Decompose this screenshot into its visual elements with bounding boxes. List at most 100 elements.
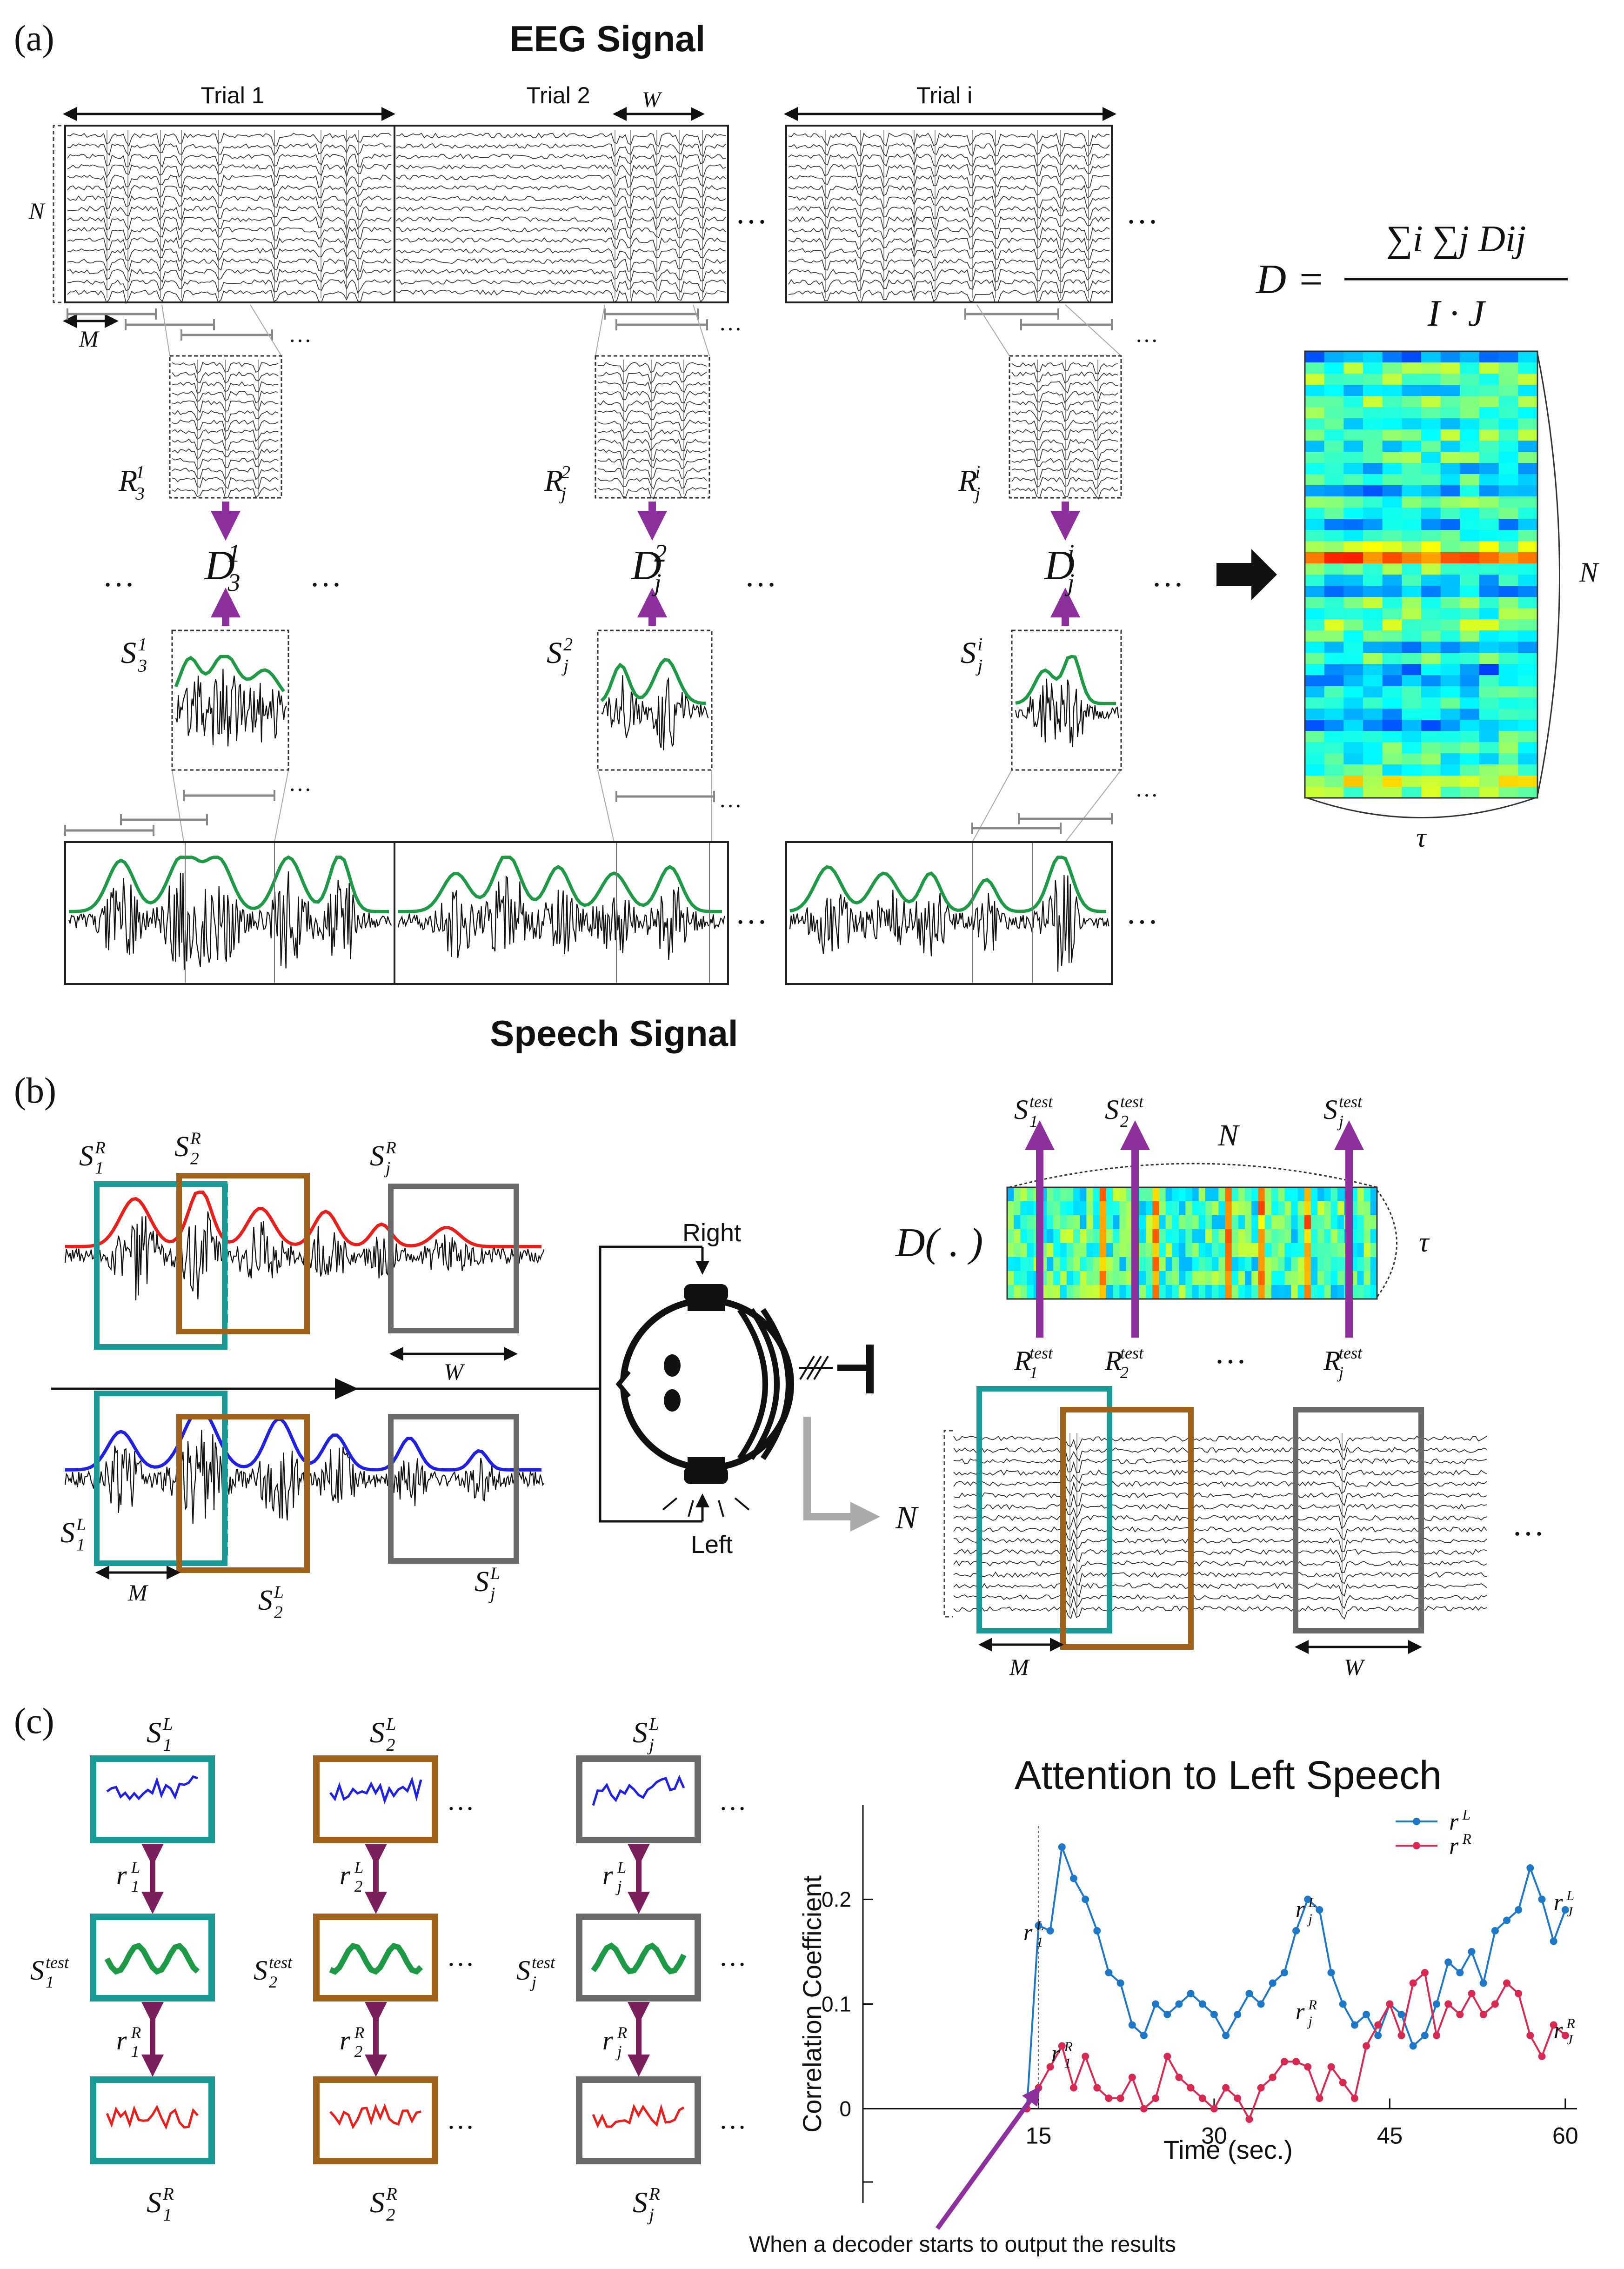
ellipsis: …	[719, 1785, 747, 1816]
heatmap-cell	[1027, 1215, 1034, 1230]
heatmap-cell	[1093, 1243, 1100, 1258]
heatmap-cell	[1363, 664, 1383, 676]
heatmap-cell	[1518, 385, 1538, 396]
heatmap-cell	[1278, 1285, 1285, 1299]
heatmap-cell	[1324, 619, 1344, 631]
heatmap-cell	[1284, 1229, 1292, 1244]
heatmap-cell	[1324, 541, 1344, 553]
heatmap-cell	[1014, 1201, 1021, 1216]
heatmap-cell	[1324, 642, 1344, 653]
heatmap-cell	[1238, 1271, 1245, 1285]
heatmap-cell	[1363, 586, 1383, 597]
heatmap-cell	[1479, 787, 1499, 798]
heatmap-cell	[1311, 1201, 1318, 1216]
svg-text:R: R	[958, 464, 977, 498]
eeg-trace	[67, 174, 392, 189]
heatmap-cell	[1066, 1215, 1074, 1230]
svg-text:R: R	[1014, 1345, 1031, 1376]
svg-text:r: r	[116, 2025, 127, 2055]
heatmap-cell	[1172, 1257, 1179, 1272]
heatmap-cell	[1343, 608, 1363, 620]
svg-text:S: S	[60, 1517, 75, 1549]
svg-text:r: r	[340, 2025, 350, 2055]
heatmap-cell	[1460, 642, 1480, 653]
heatmap-cell	[1363, 396, 1383, 408]
heatmap-cell	[1198, 1257, 1206, 1272]
heatmap-cell	[1440, 642, 1460, 653]
heatmap-cell	[1139, 1215, 1146, 1230]
heatmap-cell	[1060, 1243, 1067, 1258]
heatmap-cell	[1212, 1229, 1219, 1244]
heatmap-n-label: N	[1579, 557, 1599, 588]
heatmap-cell	[1440, 541, 1460, 553]
heatmap-cell	[1518, 709, 1538, 720]
data-point-rR	[1327, 2063, 1335, 2071]
heatmap-tau-brace	[1307, 797, 1536, 818]
svg-text:R: R	[354, 2024, 364, 2042]
heatmap-cell	[1086, 1243, 1094, 1258]
heatmap-cell	[1421, 630, 1441, 642]
heatmap-cell	[1093, 1187, 1100, 1202]
svg-text:S: S	[475, 1566, 489, 1598]
heatmap-cell	[1245, 1229, 1252, 1244]
heatmap-cell	[1518, 653, 1538, 664]
heatmap-cell	[1271, 1187, 1278, 1202]
heatmap-cell	[1113, 1257, 1120, 1272]
svg-text:L: L	[76, 1515, 86, 1534]
heatmap-cell	[1440, 530, 1460, 542]
heatmap-cell	[1198, 1187, 1206, 1202]
heatmap-cell	[1027, 1229, 1034, 1244]
svg-text:S: S	[633, 1716, 648, 1749]
heatmap-cell	[1382, 429, 1402, 441]
heatmap-cell	[1305, 474, 1325, 486]
n-label-b: N	[895, 1500, 919, 1536]
data-point-rR	[1550, 2021, 1557, 2029]
heatmap-cell	[1343, 776, 1363, 787]
eeg-trace	[396, 206, 726, 220]
x-tick-label: 60	[1552, 2123, 1578, 2149]
heatmap-cell	[1304, 1201, 1311, 1216]
gray-arrow-to-eeg	[803, 1417, 880, 1532]
heatmap-cell	[1324, 1229, 1331, 1244]
heatmap-cell	[1363, 742, 1383, 754]
heatmap-cell	[1498, 653, 1518, 664]
heatmap-cell	[1231, 1257, 1239, 1272]
eeg-trace	[1011, 400, 1118, 413]
data-point-rL	[1363, 2011, 1370, 2018]
c-curve-left-speech	[106, 1775, 198, 1801]
heatmap-cell	[1402, 776, 1422, 787]
heatmap-cell	[1382, 463, 1402, 475]
svg-text:1: 1	[163, 2205, 172, 2225]
heatmap-cell	[1106, 1229, 1113, 1244]
svg-text:S: S	[121, 636, 136, 670]
heatmap-cell	[1357, 1285, 1364, 1299]
heatmap-cell	[1165, 1285, 1173, 1299]
heatmap-cell	[1324, 552, 1344, 564]
heatmap-cell	[1479, 742, 1499, 754]
heatmap-cell	[1159, 1201, 1166, 1216]
heatmap-cell	[1119, 1285, 1127, 1299]
heatmap-cell	[1291, 1285, 1298, 1299]
zoom-guide	[597, 770, 615, 843]
eeg-signal-title: EEG Signal	[510, 18, 705, 59]
heatmap-cell	[1479, 429, 1499, 441]
eeg-trace	[597, 361, 707, 374]
window-s2-left	[176, 1414, 310, 1573]
heatmap-cell	[1106, 1215, 1113, 1230]
data-point-rR	[1069, 2084, 1077, 2092]
svg-text:2: 2	[655, 539, 667, 567]
heatmap-cell	[1305, 709, 1325, 720]
heatmap-cell	[1297, 1285, 1305, 1299]
heatmap-cell	[1152, 1215, 1160, 1230]
heatmap-cell	[1020, 1229, 1028, 1244]
r-window-1-label: R13	[118, 462, 145, 503]
heatmap-cell	[1304, 1243, 1311, 1258]
heatmap-cell	[1245, 1243, 1252, 1258]
heatmap-cell	[1271, 1257, 1278, 1272]
heatmap-cell	[1066, 1187, 1074, 1202]
ellipsis: …	[719, 1941, 747, 1972]
heatmap-cell	[1402, 597, 1422, 609]
heatmap-cell	[1324, 675, 1344, 687]
heatmap-cell	[1421, 485, 1441, 497]
